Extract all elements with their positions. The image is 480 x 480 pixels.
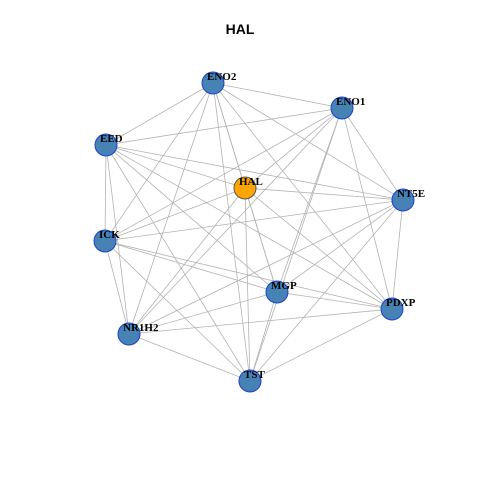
node-circle[interactable] <box>265 280 289 304</box>
edge-hal-nr1h2 <box>128 187 246 335</box>
edge-eno1-nt5e <box>341 107 404 201</box>
edge-eno2-ick <box>104 82 214 242</box>
edge-mgp-tst <box>249 291 278 382</box>
edge-eno2-eno1 <box>212 82 343 109</box>
edge-nt5e-pdxp <box>391 199 404 310</box>
edge-eno1-eed <box>105 107 343 146</box>
edge-nt5e-tst <box>249 199 404 382</box>
edge-eed-pdxp <box>105 144 393 310</box>
node-eno2[interactable]: ENO2 <box>201 71 237 95</box>
node-label: EED <box>100 133 123 145</box>
node-label: PDXP <box>386 297 416 309</box>
edge-hal-ick <box>104 187 246 242</box>
edge-eed-ick <box>104 144 107 242</box>
edge-eno1-ick <box>104 107 343 242</box>
node-hal[interactable]: HAL <box>233 176 263 200</box>
edge-eno2-eed <box>105 82 214 146</box>
edge-eno2-pdxp <box>212 82 393 310</box>
node-eno1[interactable]: ENO1 <box>330 96 365 120</box>
page-title: HAL <box>225 21 255 37</box>
node-label: NR1H2 <box>123 322 159 334</box>
node-circle[interactable] <box>233 176 257 200</box>
edge-eed-nt5e <box>105 144 404 201</box>
node-label: ENO1 <box>336 96 365 108</box>
edge-nt5e-ick <box>104 199 404 242</box>
edge-eed-hal <box>105 144 246 189</box>
node-circle[interactable] <box>380 297 404 321</box>
edge-eno1-hal <box>244 107 343 189</box>
node-circle[interactable] <box>391 188 415 212</box>
edge-hal-nt5e <box>244 187 404 201</box>
node-eed[interactable]: EED <box>94 133 123 157</box>
node-circle[interactable] <box>94 133 118 157</box>
edge-nr1h2-tst <box>128 333 251 382</box>
edge-eno2-nr1h2 <box>128 82 214 335</box>
edge-eno2-tst <box>212 82 251 382</box>
node-label: MGP <box>271 280 297 292</box>
edge-eno1-tst <box>249 107 343 382</box>
edge-ick-nr1h2 <box>104 240 130 335</box>
edge-eed-mgp <box>105 144 278 293</box>
node-mgp[interactable]: MGP <box>265 280 297 304</box>
node-ick[interactable]: ICK <box>93 229 120 253</box>
node-circle[interactable] <box>238 369 262 393</box>
node-nt5e[interactable]: NT5E <box>391 188 425 212</box>
edge-mgp-nr1h2 <box>128 291 278 335</box>
edge-eno1-pdxp <box>341 107 393 310</box>
node-circle[interactable] <box>117 322 141 346</box>
node-pdxp[interactable]: PDXP <box>380 297 416 321</box>
node-label: ICK <box>99 229 120 241</box>
node-nr1h2[interactable]: NR1H2 <box>117 322 159 346</box>
edge-nt5e-nr1h2 <box>128 199 404 335</box>
edge-eno1-nr1h2 <box>128 107 343 335</box>
edge-pdxp-nr1h2 <box>128 308 393 335</box>
edge-mgp-pdxp <box>276 291 393 310</box>
node-label: ENO2 <box>207 71 237 83</box>
edge-ick-pdxp <box>104 240 393 310</box>
edge-hal-mgp <box>244 187 278 293</box>
edge-ick-tst <box>104 240 251 382</box>
edge-eno2-nt5e <box>212 82 404 201</box>
edge-pdxp-tst <box>249 308 393 382</box>
edge-ick-mgp <box>104 240 278 293</box>
edge-hal-tst <box>244 187 251 382</box>
node-label: TST <box>244 369 265 381</box>
node-tst[interactable]: TST <box>238 369 265 393</box>
node-circle[interactable] <box>93 229 117 253</box>
node-circle[interactable] <box>201 71 225 95</box>
node-label: NT5E <box>397 188 425 200</box>
node-circle[interactable] <box>330 96 354 120</box>
edge-hal-pdxp <box>244 187 393 310</box>
edge-eno1-mgp <box>276 107 343 293</box>
edge-layer <box>104 82 404 382</box>
node-label: HAL <box>239 176 263 188</box>
edge-nt5e-mgp <box>276 199 404 293</box>
